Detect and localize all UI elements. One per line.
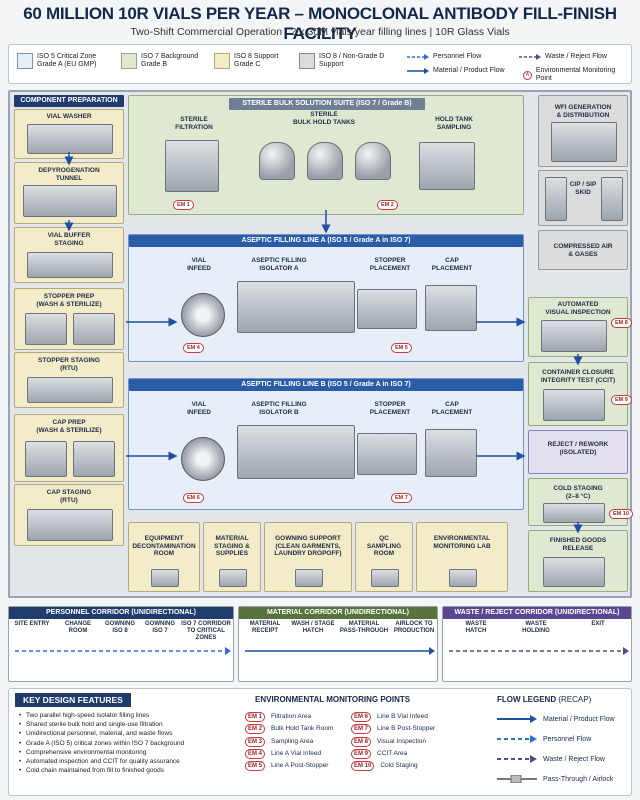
room-qc-sampling: QC SAMPLING ROOM [355,522,413,592]
room-cip-sip: CIP / SIP SKID [538,170,628,226]
room-material-staging: MATERIAL STAGING & SUPPLIES [203,522,261,592]
legend-personnel: Personnel Flow [407,53,481,61]
em-points-title: ENVIRONMENTAL MONITORING POINTS [255,695,411,704]
legend-iso7: ISO 7 Background Grade B [121,53,198,69]
waste-arrow-icon [497,755,537,763]
em-point-6: EM 6 [183,493,204,503]
material-corridor: MATERIAL CORRIDOR (UNIDIRECTIONAL) MATER… [238,606,438,682]
em-point-1: EM 1 [173,200,194,210]
room-cold-staging: COLD STAGING (2–8 °C)EM 10 [528,478,633,526]
legend-iso8: ISO 8 Support Grade C [214,53,278,69]
em-point-8: EM 8 [611,318,632,328]
facility-floor-plan: COMPONENT PREPARATION VIAL WASHER DEPYRO… [8,90,633,598]
personnel-arrow-icon [407,54,429,60]
em-point-2: EM 2 [377,200,398,210]
em-point-4: EM 4 [183,343,204,353]
key-features-list: Two parallel high-speed isolator filling… [19,711,184,776]
waste-arrow-icon [519,54,541,60]
room-finished-goods: FINISHED GOODS RELEASE [528,530,628,592]
waste-corridor: WASTE / REJECT CORRIDOR (UNIDIRECTIONAL)… [442,606,632,682]
zone-legend: ISO 5 Critical Zone Grade A (EU GMP) ISO… [8,44,632,84]
em-point-10: EM 10 [609,509,633,519]
flow-legend-material: Material / Product Flow [497,715,615,723]
legend-waste: Waste / Reject Flow [519,53,607,61]
page-title: 60 MILLION 10R VIALS PER YEAR – MONOCLON… [23,4,617,43]
room-gowning-support: GOWNING SUPPORT (CLEAN GARMENTS, LAUNDRY… [264,522,352,592]
flow-legend-waste: Waste / Reject Flow [497,755,605,763]
personnel-corridor: PERSONNEL CORRIDOR (UNIDIRECTIONAL) SITE… [8,606,234,682]
bottom-info-panel: KEY DESIGN FEATURES Two parallel high-sp… [8,688,632,796]
flow-legend-personnel: Personnel Flow [497,735,591,743]
flow-legend-title: FLOW LEGEND (RECAP) [497,695,592,704]
room-wfi: WFI GENERATION & DISTRIBUTION [538,95,628,167]
room-compressed-air: COMPRESSED AIR & GASES [538,230,628,270]
component-prep-title: COMPONENT PREPARATION [14,95,124,107]
page-subtitle: Two-Shift Commercial Operation | 2 x 30M… [130,26,510,38]
room-stopper-staging: STOPPER STAGING (RTU) [14,352,124,408]
room-equipment-decon: EQUIPMENT DECONTAMINATION ROOM [128,522,200,592]
em-point-5: EM 5 [391,343,412,353]
room-vial-washer: VIAL WASHER [14,109,124,159]
em-point-9: EM 9 [611,395,632,405]
room-aseptic-line-b: ASEPTIC FILLING LINE B (ISO 5 / Grade A … [128,378,524,510]
room-ccit: CONTAINER CLOSURE INTEGRITY TEST (CCIT)E… [528,362,632,426]
legend-iso8d: ISO 8 / Non-Grade D Support [299,53,384,69]
legend-iso5: ISO 5 Critical Zone Grade A (EU GMP) [17,53,97,69]
room-sterile-bulk-suite: STERILE BULK SOLUTION SUITE (ISO 7 / Gra… [128,95,524,215]
passthrough-icon [497,775,537,783]
material-arrow-icon [407,68,429,74]
em-point-7: EM 7 [391,493,412,503]
room-cap-staging: CAP STAGING (RTU) [14,484,124,546]
em-point-icon: A [523,70,532,80]
material-arrow-icon [497,715,537,723]
room-reject-rework: REJECT / REWORK (ISOLATED) [528,430,628,474]
legend-material: Material / Product Flow [407,67,505,75]
room-stopper-prep: STOPPER PREP (WASH & STERILIZE) [14,288,124,350]
personnel-arrow-icon [497,735,537,743]
room-cap-prep: CAP PREP (WASH & STERILIZE) [14,414,124,482]
room-aseptic-line-a: ASEPTIC FILLING LINE A (ISO 5 / Grade A … [128,234,524,362]
room-em-lab: ENVIRONMENTAL MONITORING LAB [416,522,508,592]
flow-arrows-overlay [64,152,583,534]
key-features-title: KEY DESIGN FEATURES [15,693,131,707]
flow-legend-passthrough: Pass-Through / Airlock [497,775,613,783]
